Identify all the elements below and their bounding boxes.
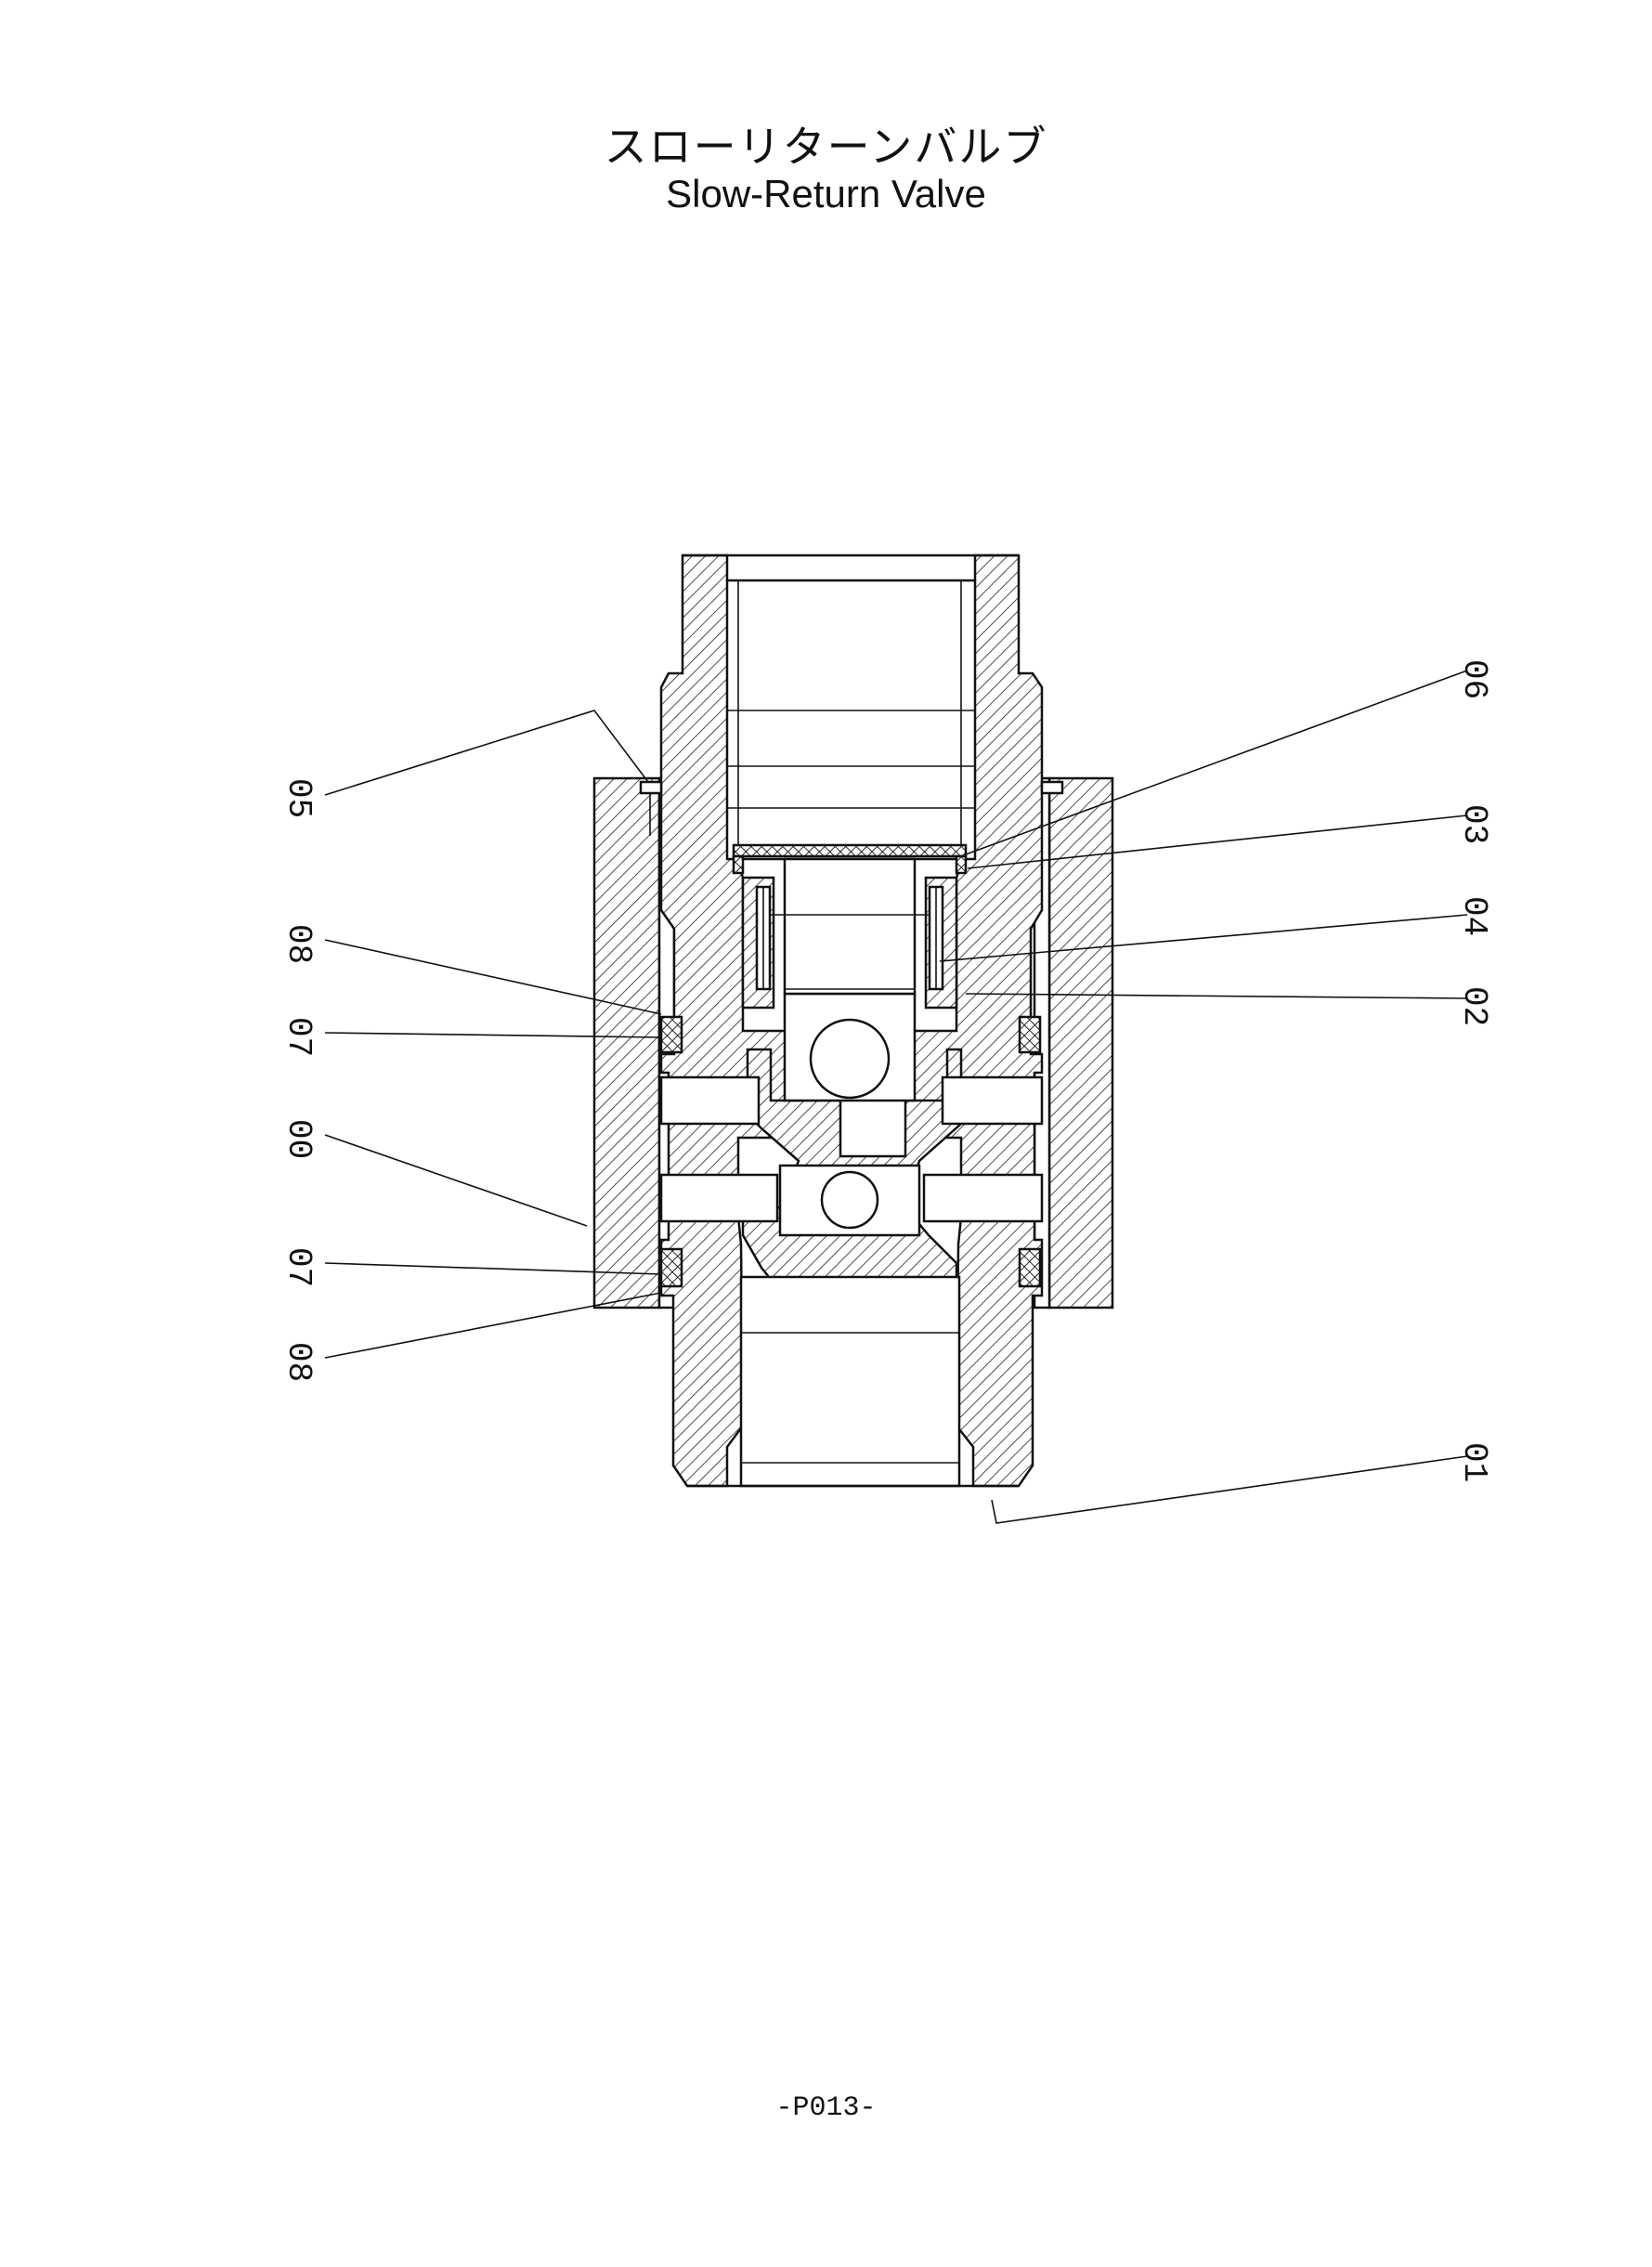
title-japanese: スローリターンバルブ xyxy=(604,122,1048,172)
retaining-ring xyxy=(732,843,968,875)
label-07-upper: 07 xyxy=(280,1017,318,1057)
label-08-upper: 08 xyxy=(280,924,318,964)
label-03: 03 xyxy=(1455,804,1493,844)
label-06: 06 xyxy=(1455,659,1493,699)
label-01: 01 xyxy=(1455,1442,1493,1482)
label-00: 00 xyxy=(280,1119,318,1159)
leader-lines xyxy=(324,670,1468,1524)
part-labels: 06 05 03 04 08 02 07 00 07 08 01 xyxy=(280,659,1493,1482)
label-08-lower: 08 xyxy=(280,1342,318,1382)
o-rings xyxy=(659,1015,1042,1288)
label-02: 02 xyxy=(1455,986,1493,1026)
locking-pin xyxy=(639,780,1064,836)
label-04: 04 xyxy=(1455,896,1493,936)
title-english: Slow-Return Valve xyxy=(666,172,986,215)
page-number: -P013- xyxy=(775,2092,877,2124)
label-07-lower: 07 xyxy=(280,1247,318,1287)
spring-assembly xyxy=(741,857,958,1010)
internal-bores xyxy=(659,554,1044,1488)
label-05: 05 xyxy=(280,778,318,818)
